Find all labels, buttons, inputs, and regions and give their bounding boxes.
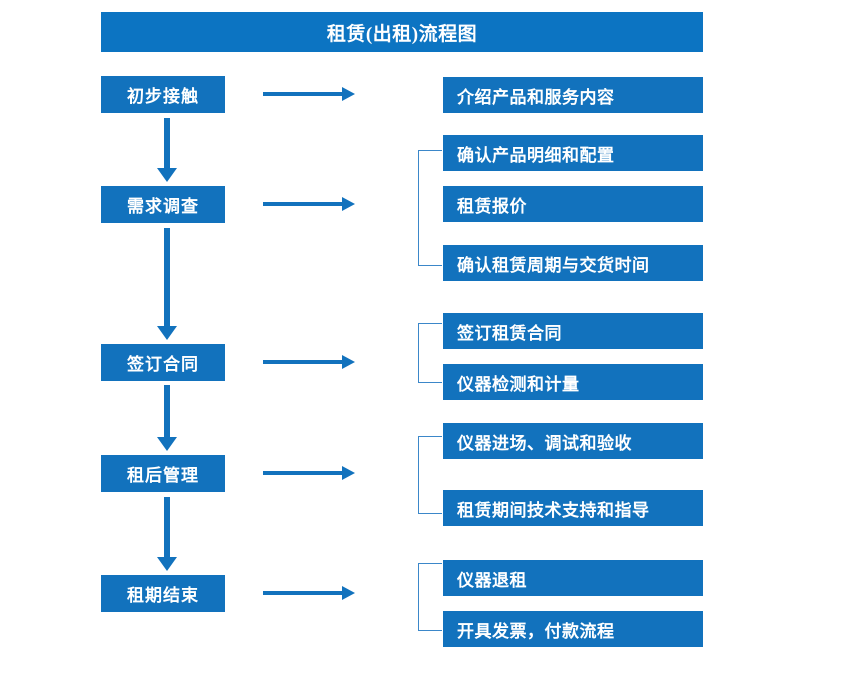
detail-box-confirm-spec[interactable]: 确认产品明细和配置 — [443, 135, 703, 171]
flow-arrow-down-3 — [157, 385, 177, 451]
flow-arrow-down-1 — [157, 118, 177, 182]
group-bracket-sign-contract — [418, 323, 442, 383]
detail-arrow-right-4 — [263, 466, 355, 480]
detail-box-confirm-period[interactable]: 确认租赁周期与交货时间 — [443, 245, 703, 281]
page-title: 租赁(出租)流程图 — [101, 12, 703, 52]
detail-arrow-right-5 — [263, 586, 355, 600]
stage-box-initial-contact[interactable]: 初步接触 — [101, 76, 225, 113]
detail-box-sign-lease-contract[interactable]: 签订租赁合同 — [443, 313, 703, 349]
stage-box-post-lease-mgmt[interactable]: 租后管理 — [101, 455, 225, 492]
detail-box-tech-support[interactable]: 租赁期间技术支持和指导 — [443, 490, 703, 526]
stage-box-needs-survey[interactable]: 需求调查 — [101, 186, 225, 223]
stage-box-sign-contract[interactable]: 签订合同 — [101, 344, 225, 381]
detail-box-introduce-products[interactable]: 介绍产品和服务内容 — [443, 77, 703, 113]
detail-box-invoice-payment[interactable]: 开具发票，付款流程 — [443, 611, 703, 647]
stage-box-lease-end[interactable]: 租期结束 — [101, 575, 225, 612]
detail-arrow-right-1 — [263, 87, 355, 101]
flow-arrow-down-4 — [157, 497, 177, 571]
detail-arrow-right-3 — [263, 355, 355, 369]
detail-box-instrument-return[interactable]: 仪器退租 — [443, 560, 703, 596]
detail-box-lease-quote[interactable]: 租赁报价 — [443, 186, 703, 222]
group-bracket-needs-survey — [418, 150, 442, 266]
flow-arrow-down-2 — [157, 228, 177, 340]
detail-box-instrument-testing[interactable]: 仪器检测和计量 — [443, 364, 703, 400]
detail-box-instrument-entry[interactable]: 仪器进场、调试和验收 — [443, 423, 703, 459]
group-bracket-post-lease-mgmt — [418, 436, 442, 514]
group-bracket-lease-end — [418, 563, 442, 631]
detail-arrow-right-2 — [263, 197, 355, 211]
